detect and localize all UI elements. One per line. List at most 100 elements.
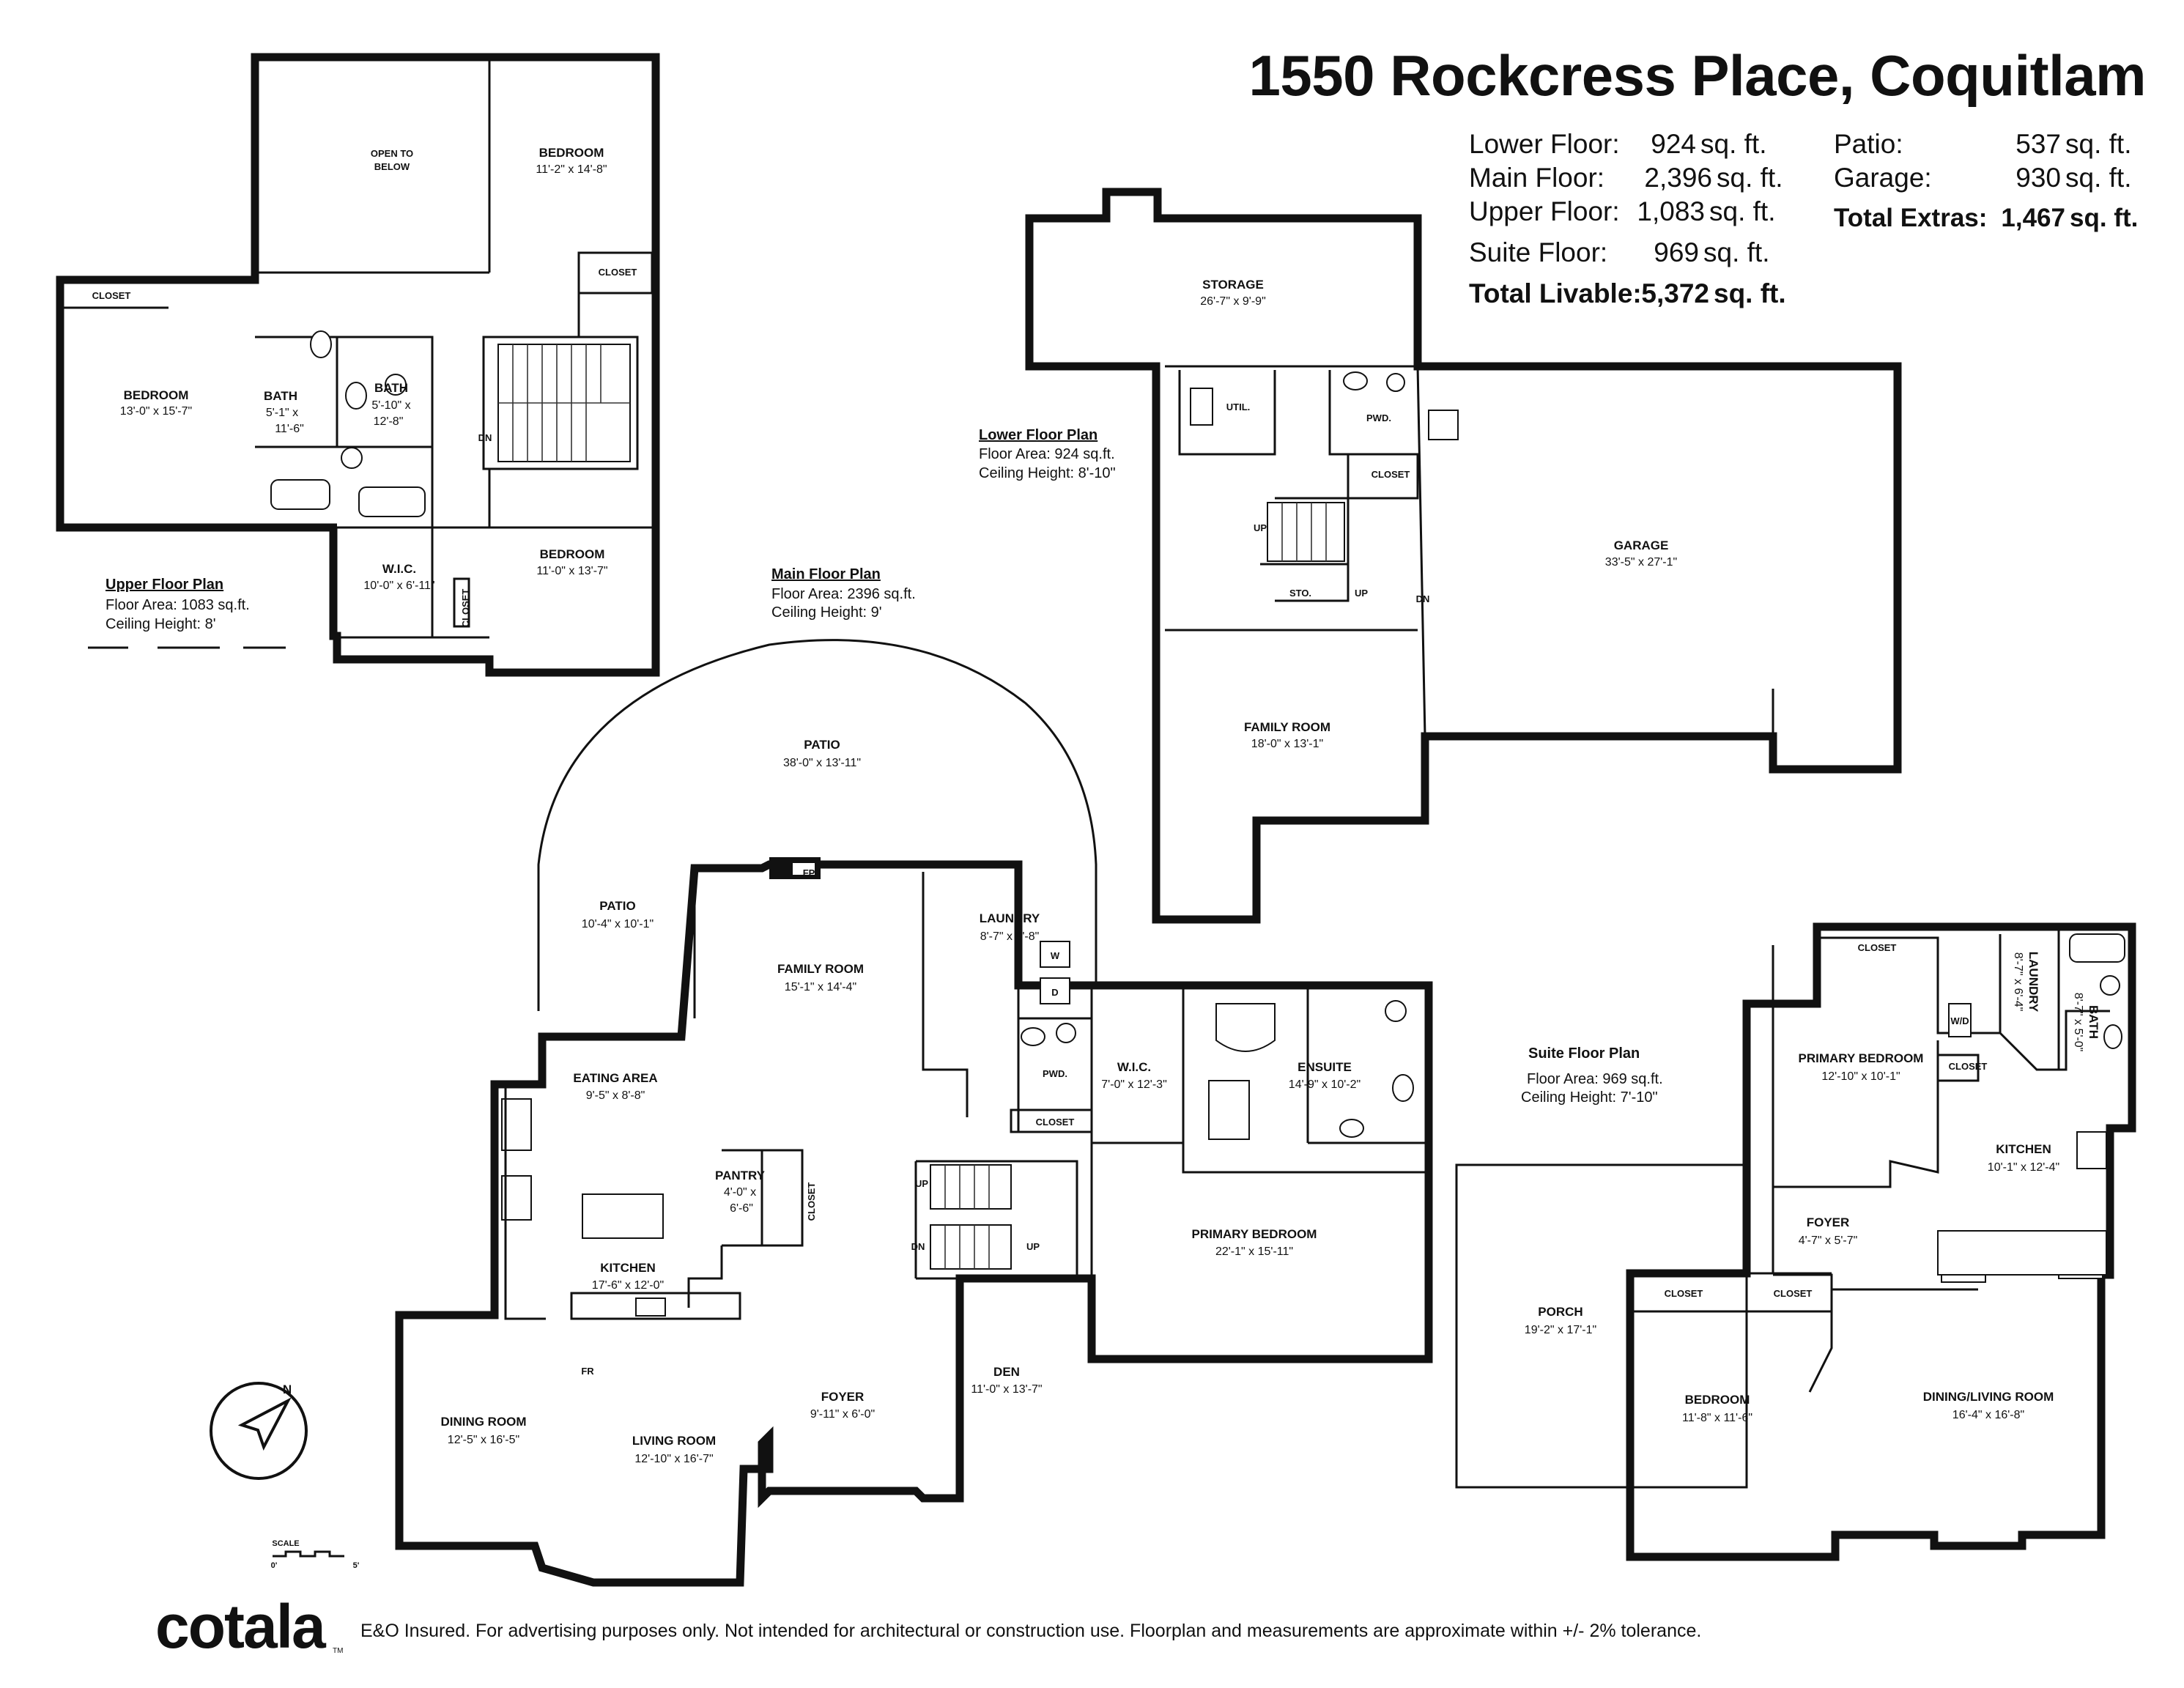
room-name: PWD. [1366, 412, 1391, 423]
shower-icon [1208, 1080, 1250, 1140]
upper-plan-title: Upper Floor Plan [106, 577, 223, 593]
stove-icon [501, 1098, 532, 1151]
room-name: BEDROOM [124, 388, 189, 402]
room-name: CLOSET [1372, 469, 1410, 480]
area-label: Total Extras: [1834, 204, 1988, 232]
bathtub-icon [2069, 933, 2125, 963]
area-label: Lower Floor: [1469, 129, 1620, 159]
room-name: DEN [993, 1365, 1020, 1379]
bathtub-icon [358, 486, 426, 517]
sink-icon [2103, 1024, 2122, 1049]
area-unit: sq. ft. [1709, 196, 1776, 226]
cotala-logo: cotala [155, 1592, 326, 1661]
room-name: W.I.C. [1117, 1060, 1151, 1074]
main-floor-plan: PATIO 38'-0" x 13'-11" PATIO 10'-4" x 10… [395, 566, 1433, 1587]
room-name: CLOSET [1774, 1288, 1813, 1299]
room-name: GARAGE [1614, 538, 1669, 552]
toilet-icon [341, 447, 363, 469]
toilet-icon [385, 374, 407, 396]
lower-plan-title: Lower Floor Plan [979, 427, 1097, 443]
appliance-label: W [1051, 950, 1060, 961]
room-name: CLOSET [460, 589, 471, 628]
room-dimensions: 12'-10" x 16'-7" [634, 1453, 713, 1465]
room-name: PRIMARY BEDROOM [1799, 1051, 1924, 1065]
room-name: BEDROOM [539, 146, 604, 160]
scale-start: 0' [271, 1561, 278, 1570]
sink-icon [310, 330, 332, 358]
lower-stairs [1267, 502, 1345, 562]
room-name: FOYER [821, 1390, 865, 1404]
appliance-label: D [1051, 987, 1058, 998]
room-name: BATH [264, 389, 297, 403]
room-name: CLOSET [1949, 1061, 1988, 1072]
room-dimensions: 11'-6" [275, 423, 304, 435]
room-dimensions: 15'-1" x 14'-4" [785, 981, 856, 993]
room-dimensions: 26'-7" x 9'-9" [1200, 295, 1266, 308]
area-label: Garage: [1834, 163, 1932, 193]
area-label: Upper Floor: [1469, 196, 1620, 226]
room-name: FOYER [1807, 1215, 1850, 1229]
upper-plan-area: Floor Area: 1083 sq.ft. [106, 597, 250, 613]
room-dimensions: 33'-5" x 27'-1" [1605, 556, 1677, 569]
utility-icon [1190, 388, 1213, 426]
area-unit: sq. ft. [1700, 129, 1767, 159]
stair-direction: DN [478, 432, 492, 443]
sink-icon [501, 1175, 532, 1221]
room-dimensions: 9'-5" x 8'-8" [586, 1089, 645, 1102]
room-name: CLOSET [1036, 1117, 1075, 1128]
room-dimensions: 8'-7" x 5'-0" [2072, 993, 2084, 1052]
area-value: 924 [1651, 129, 1696, 159]
property-address: 1550 Rockcress Place, Coquitlam [1248, 43, 2147, 108]
room-dimensions: 12'-5" x 16'-5" [448, 1434, 519, 1446]
room-dimensions: 38'-0" x 13'-11" [783, 757, 861, 769]
washer-dryer-icon [1948, 1003, 1972, 1037]
room-name: PATIO [599, 899, 635, 913]
room-name: PORCH [1538, 1305, 1583, 1319]
stair-direction: DN [911, 1241, 925, 1252]
room-dimensions: 22'-1" x 15'-11" [1215, 1245, 1293, 1258]
dryer-icon [1040, 977, 1070, 1004]
area-value: 2,396 [1644, 163, 1712, 193]
room-name: BATH [374, 381, 408, 395]
stair-direction: UP [1026, 1241, 1040, 1252]
room-name: STO. [1289, 588, 1311, 599]
compass-north-label: N [283, 1382, 292, 1396]
area-unit: sq. ft. [1714, 278, 1786, 308]
stair-direction: UP [1355, 588, 1368, 599]
stair-direction: UP [915, 1178, 928, 1189]
toilet-icon [2100, 975, 2120, 996]
upper-floor-plan: OPEN TO BELOW BEDROOM 11'-2" x 14'-8" CL… [56, 53, 660, 677]
room-dimensions: 13'-0" x 15'-7" [120, 405, 192, 418]
suite-plan-title: Suite Floor Plan [1528, 1045, 1640, 1062]
upper-plan-ceiling: Ceiling Height: 8' [106, 616, 216, 632]
compass-icon: N [210, 1382, 308, 1480]
toilet-icon [1386, 373, 1405, 392]
main-plan-title: Main Floor Plan [771, 566, 881, 582]
room-name: CLOSET [806, 1182, 817, 1221]
stair-direction: UP [1254, 522, 1267, 533]
room-name: LAUNDRY [980, 911, 1040, 925]
room-name: KITCHEN [600, 1261, 656, 1275]
appliance-label: W/D [1950, 1015, 1969, 1026]
bathtub-icon [270, 479, 330, 510]
area-label: Suite Floor: [1469, 237, 1608, 267]
room-dimensions: 8'-7" x 9'-8" [980, 930, 1040, 943]
main-plan-ceiling: Ceiling Height: 9' [771, 604, 882, 621]
room-name: DINING/LIVING ROOM [1923, 1390, 2054, 1404]
room-name: PWD. [1043, 1068, 1067, 1079]
room-name: FAMILY ROOM [777, 962, 864, 976]
room-dimensions: 6'-6" [730, 1202, 753, 1215]
room-dimensions: 5'-1" x [266, 407, 298, 419]
room-dimensions: 7'-0" x 12'-3" [1101, 1078, 1167, 1091]
room-name: BEDROOM [540, 547, 605, 561]
kitchen-island [582, 1193, 664, 1239]
logo-trademark: TM [333, 1647, 344, 1655]
room-dimensions: 10'-1" x 12'-4" [1988, 1161, 2059, 1174]
porch-outline [1455, 1163, 1748, 1489]
area-label: Main Floor: [1469, 163, 1605, 193]
room-dimensions: 4'-7" x 5'-7" [1799, 1234, 1858, 1247]
room-name: BATH [2087, 1005, 2100, 1039]
scale-label: SCALE [272, 1539, 299, 1548]
room-name: ENSUITE [1298, 1060, 1352, 1074]
room-dimensions: 11'-8" x 11'-6" [1682, 1412, 1752, 1424]
